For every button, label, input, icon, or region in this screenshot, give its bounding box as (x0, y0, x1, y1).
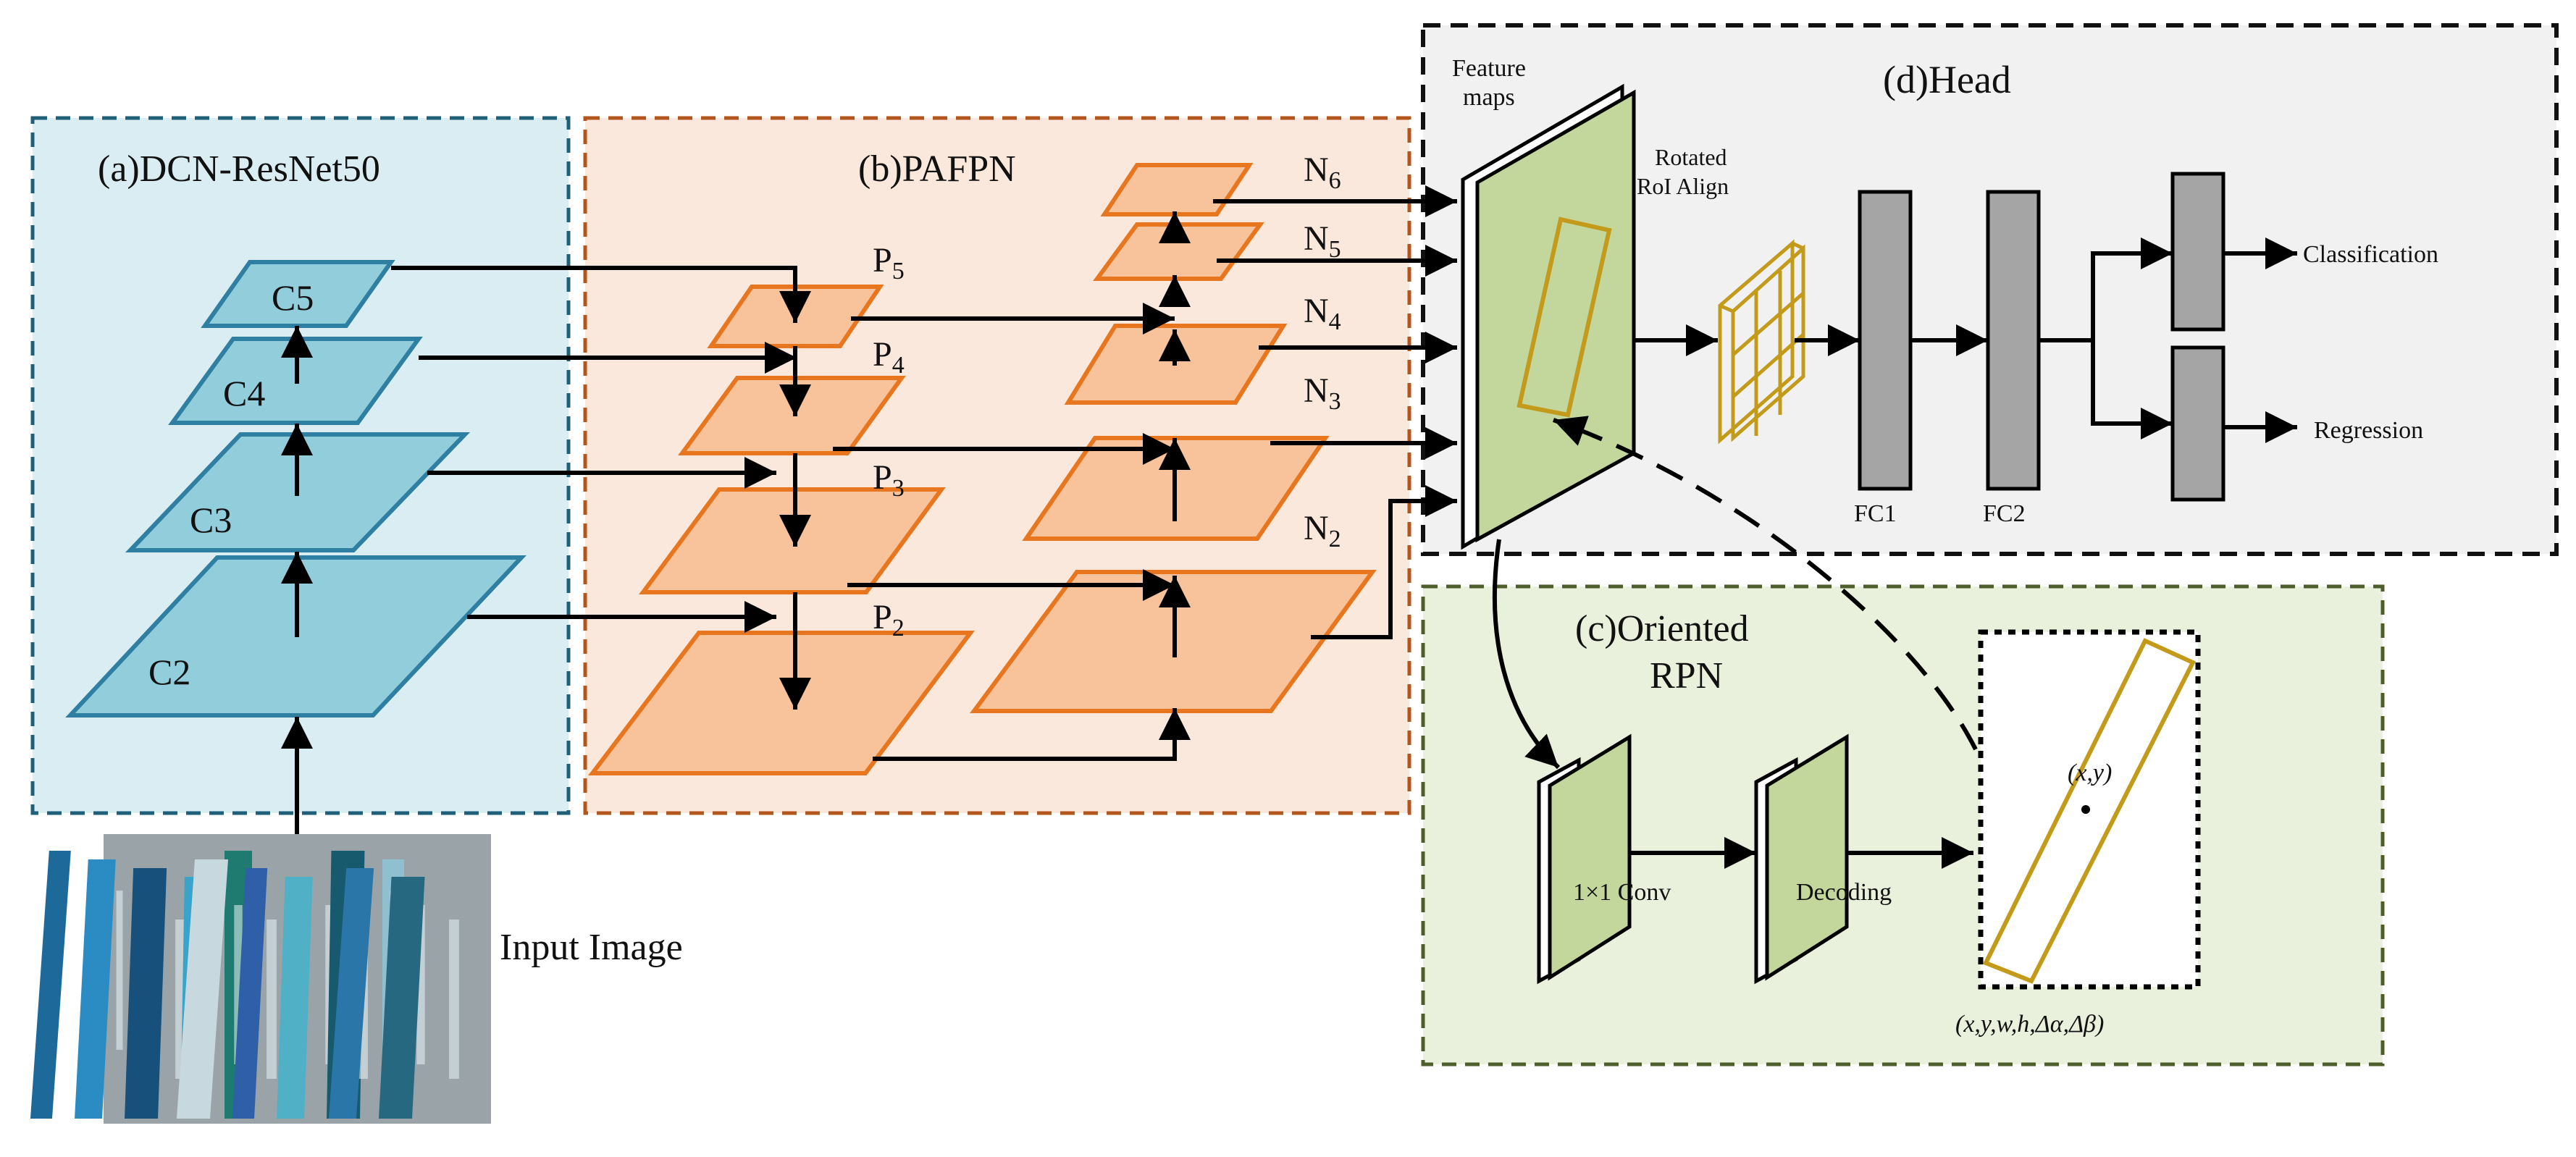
p4-label: P4 (873, 335, 905, 379)
classification-block (2170, 172, 2225, 332)
n3-label: N3 (1304, 371, 1341, 415)
center-point (2081, 805, 2090, 814)
book-spine-text-strip (234, 905, 243, 1064)
layer-c4-label: C4 (223, 373, 265, 413)
rotated-roi-box (1516, 216, 1612, 418)
p2-label: P2 (873, 598, 905, 641)
roi-align-label-line1: Rotated (1655, 144, 1727, 170)
n4-label: N4 (1304, 292, 1341, 335)
rpn-decoding-block (1754, 733, 1849, 985)
conv-label: 1×1 Conv (1573, 879, 1671, 906)
n5-label: N5 (1304, 219, 1341, 263)
regression-label: Regression (2314, 417, 2423, 444)
book-spine-text-strip (116, 891, 123, 1050)
center-label: (x,y) (2068, 760, 2112, 786)
panel-rpn-title-line1: (c)Oriented (1575, 608, 1749, 649)
p3-label: P3 (873, 458, 905, 502)
book-spine (176, 859, 228, 1119)
fc-layers (1858, 172, 2225, 502)
book-spine-text-strip (416, 905, 425, 1064)
feature-maps-label-line1: Feature (1452, 55, 1526, 82)
rpn-conv-block (1537, 733, 1632, 985)
layer-c3-label: C3 (190, 500, 232, 540)
book-spines (30, 851, 459, 1119)
book-spine (75, 859, 116, 1119)
proposal-params-label: (x,y,w,h,Δα,Δβ) (1955, 1011, 2104, 1038)
rotated-box (1982, 638, 2197, 984)
fc1-block (1858, 190, 1913, 491)
book-spine-text-strip (267, 920, 277, 1079)
panel-fpn-title: (b)PAFPN (858, 148, 1016, 190)
book-spine (125, 868, 167, 1119)
fc1-label: FC1 (1854, 500, 1897, 527)
feature-maps-label-line2: maps (1463, 84, 1515, 111)
book-spine (232, 868, 268, 1119)
head-arrows (1492, 237, 2297, 770)
input-image (30, 834, 491, 1124)
layer-c5-label: C5 (272, 277, 314, 318)
book-spine (379, 877, 425, 1119)
fc2-block (1986, 190, 2041, 491)
book-spine (328, 868, 374, 1119)
n2-label: N2 (1304, 509, 1341, 552)
p5-label: P5 (873, 241, 905, 285)
decoding-label: Decoding (1796, 879, 1892, 906)
layer-c2-label: C2 (148, 652, 190, 692)
fc2-label: FC2 (1983, 500, 2026, 527)
fpn-n-labels: N6 N5 N4 N3 N2 (1304, 151, 1341, 552)
book-spine (277, 877, 313, 1119)
panel-head-title: (d)Head (1883, 58, 2011, 101)
connector-arrows (281, 185, 1457, 838)
roi-align-grid (1718, 239, 1805, 445)
panel-rpn-title-line2: RPN (1650, 655, 1723, 697)
n6-label: N6 (1304, 151, 1341, 194)
book-spine (30, 851, 71, 1119)
rotated-proposal (1978, 629, 2201, 990)
panel-backbone-title: (a)DCN-ResNet50 (98, 148, 380, 190)
input-image-label: Input Image (500, 927, 683, 968)
roi-align-label-line2: RoI Align (1637, 173, 1729, 199)
regression-block (2170, 345, 2225, 502)
classification-label: Classification (2303, 241, 2438, 268)
book-spine-text-strip (449, 920, 459, 1079)
fpn-p-labels: P5 P4 P3 P2 (873, 241, 905, 641)
